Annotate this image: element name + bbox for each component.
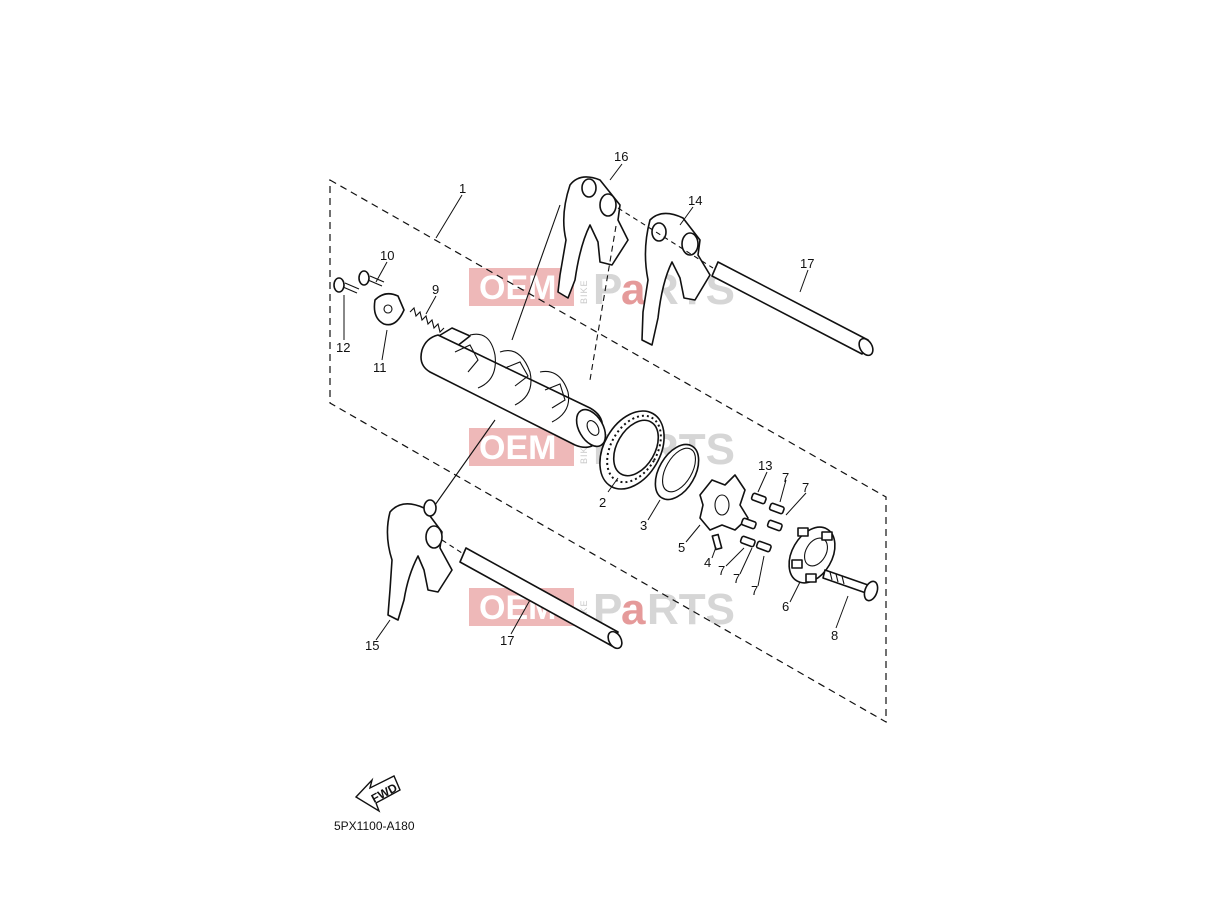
forward-arrow-icon: FWD — [354, 775, 401, 813]
label-5: 5 — [678, 540, 685, 555]
leader-lines — [343, 163, 849, 641]
label-1: 1 — [459, 181, 466, 196]
svg-text:RTS: RTS — [647, 585, 735, 634]
label-11: 11 — [373, 360, 387, 375]
label-6: 6 — [782, 599, 789, 614]
shift-drum — [420, 327, 607, 449]
label-10: 10 — [380, 248, 394, 263]
svg-text:a: a — [621, 265, 646, 314]
dowel-pin — [711, 533, 723, 551]
svg-text:OEM: OEM — [479, 429, 556, 467]
label-8: 8 — [831, 628, 838, 643]
stopper-bolt — [358, 270, 385, 287]
bolt — [822, 569, 879, 602]
label-17b: 17 — [500, 633, 514, 648]
bearing — [599, 410, 665, 490]
svg-text:a: a — [621, 585, 646, 634]
svg-text:BIKE: BIKE — [579, 439, 589, 464]
label-7a: 7 — [782, 470, 789, 485]
label-7c: 7 — [718, 563, 725, 578]
label-2: 2 — [599, 495, 606, 510]
label-9: 9 — [432, 282, 439, 297]
shift-fork-shaft-upper — [617, 207, 874, 357]
part-labels: 1 2 3 4 5 6 7 7 7 7 7 8 9 10 11 12 13 14… — [336, 149, 838, 653]
shift-fork-middle — [641, 212, 711, 346]
pins-group — [739, 492, 785, 553]
label-7e: 7 — [751, 583, 758, 598]
svg-text:P: P — [593, 265, 622, 314]
shift-cam — [788, 526, 836, 584]
label-4: 4 — [704, 555, 711, 570]
stopper-lever — [373, 292, 405, 326]
label-17a: 17 — [800, 256, 814, 271]
label-7d: 7 — [733, 571, 740, 586]
shift-fork-lower — [386, 499, 453, 621]
label-7b: 7 — [802, 480, 809, 495]
stopper-screw — [333, 277, 360, 294]
label-14: 14 — [688, 193, 702, 208]
guide-lines — [434, 204, 617, 506]
label-16: 16 — [614, 149, 628, 164]
spring — [409, 306, 445, 334]
svg-text:BIKE: BIKE — [579, 599, 589, 624]
label-13: 13 — [758, 458, 772, 473]
assembly-boundary — [329, 178, 887, 724]
diagram-code: 5PX1100-A180 — [334, 819, 415, 833]
label-12: 12 — [336, 340, 350, 355]
svg-text:OEM: OEM — [479, 269, 556, 307]
circlip — [654, 443, 700, 501]
shift-fork-upper — [557, 176, 629, 299]
label-3: 3 — [640, 518, 647, 533]
segment-plate — [699, 474, 749, 531]
shift-fork-shaft-lower — [441, 539, 623, 650]
label-15: 15 — [365, 638, 379, 653]
svg-text:BIKE: BIKE — [579, 279, 589, 304]
